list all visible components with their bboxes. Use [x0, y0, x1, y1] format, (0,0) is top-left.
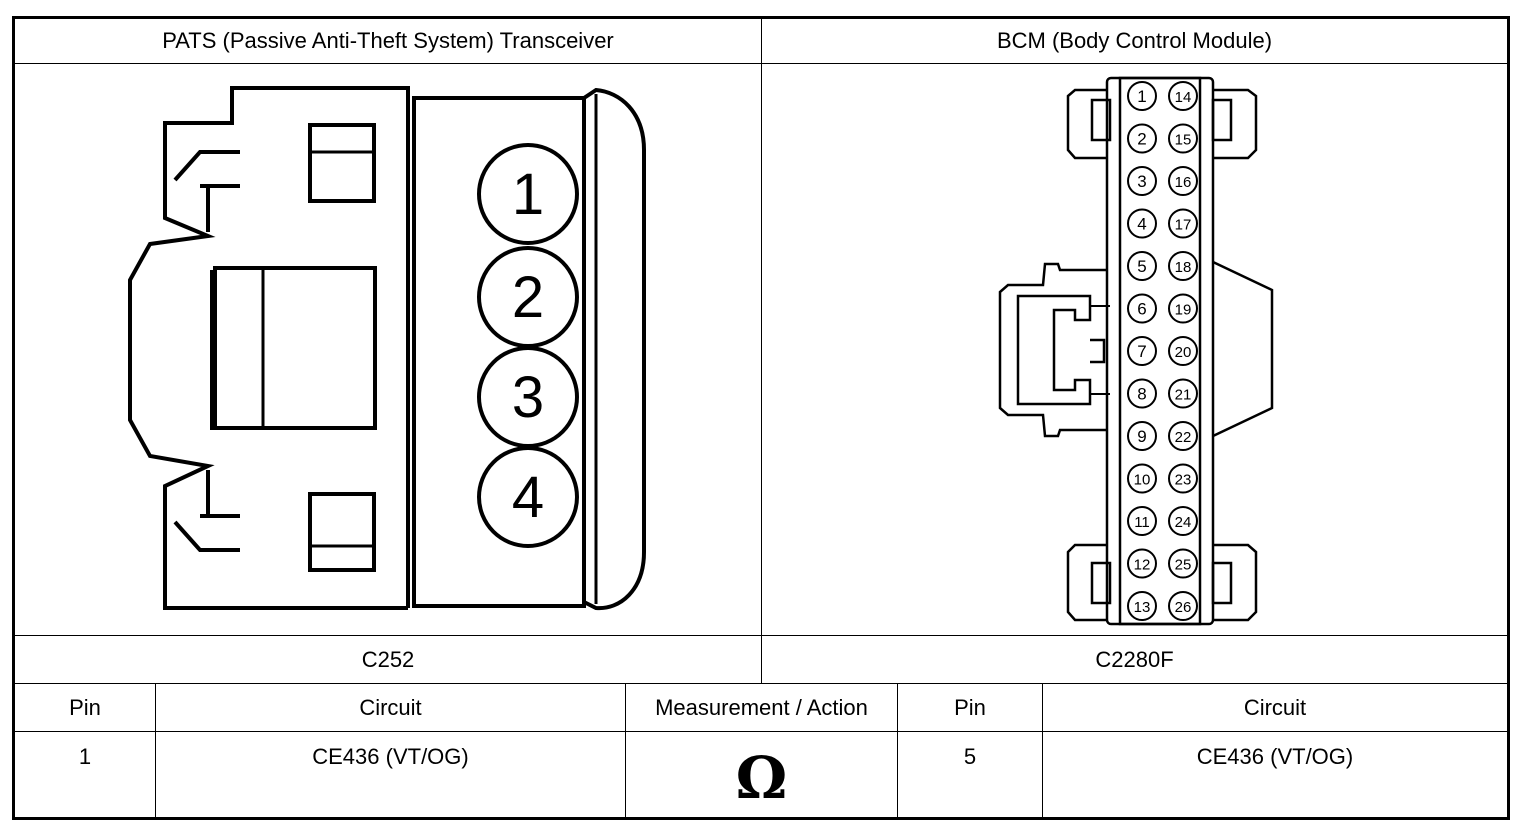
bcm-pin-label: 24	[1175, 514, 1192, 531]
bcm-pin-label: 16	[1175, 174, 1192, 191]
divider	[12, 731, 1510, 732]
bcm-pin	[1127, 378, 1157, 409]
bcm-pin-label: 2	[1137, 130, 1146, 149]
bcm-pin-label: 17	[1175, 217, 1192, 234]
pats-pin-label: 4	[512, 465, 544, 530]
pats-transceiver-header: PATS (Passive Anti-Theft System) Transce…	[162, 28, 614, 53]
bcm-pin-label: 3	[1137, 172, 1146, 191]
divider	[897, 683, 898, 820]
bcm-pin	[1127, 421, 1157, 451]
pats-pin	[477, 446, 579, 548]
bcm-pin-label: 11	[1134, 514, 1150, 531]
bcm-pin-label: 5	[1137, 257, 1146, 276]
bcm-pin	[1127, 336, 1157, 366]
pats-pin	[477, 143, 579, 245]
table-cell-pin: 1	[78, 744, 92, 769]
divider	[12, 683, 1510, 684]
bcm-pin-label: 7	[1137, 342, 1146, 361]
bcm-pin	[1127, 463, 1157, 494]
bcm-pin-label: 18	[1175, 259, 1192, 276]
bcm-pin-label: 26	[1175, 599, 1192, 616]
bcm-pin-label: 23	[1175, 472, 1192, 489]
bcm-pin-label: 6	[1137, 300, 1146, 319]
bcm-pin	[1168, 336, 1198, 366]
pats-connector-id: C252	[361, 646, 415, 672]
table-header-pin: Pin	[954, 694, 986, 720]
bcm-pin-label: 4	[1137, 215, 1146, 234]
pats-connector-diagram: 1 2 3 4	[128, 86, 646, 611]
bcm-pin	[1168, 591, 1198, 621]
divider	[155, 683, 156, 820]
bcm-pin-label: 22	[1175, 429, 1192, 446]
bcm-pin-label: 9	[1137, 427, 1146, 446]
bcm-pin	[1168, 378, 1198, 409]
table-cell-circuit: CE436 (VT/OG)	[312, 744, 469, 769]
table-header-measurement: Measurement / Action	[655, 694, 868, 720]
divider	[761, 16, 762, 683]
table-header-circuit: Circuit	[359, 694, 422, 720]
bcm-connector-id: C2280F	[1095, 646, 1174, 672]
bcm-pin-label: 21	[1175, 387, 1192, 404]
pats-pin-label: 2	[512, 265, 544, 330]
bcm-pin	[1127, 123, 1157, 154]
divider	[1042, 683, 1043, 820]
bcm-pin-label: 25	[1175, 557, 1192, 574]
pats-pin-circles	[477, 143, 579, 548]
bcm-pin-label: 20	[1175, 344, 1192, 361]
table-header-circuit: Circuit	[1243, 694, 1307, 720]
bcm-pin	[1127, 506, 1157, 536]
bcm-pin-label: 10	[1134, 472, 1151, 489]
bcm-pin-label: 14	[1175, 89, 1192, 106]
bcm-pin	[1168, 123, 1198, 154]
bcm-pin	[1168, 251, 1198, 281]
bcm-pin	[1127, 208, 1157, 239]
bcm-pin-label: 13	[1134, 599, 1151, 616]
bcm-pin	[1127, 591, 1157, 621]
bcm-pin	[1168, 548, 1198, 579]
bcm-pin	[1168, 166, 1198, 196]
bcm-pin-label: 12	[1134, 557, 1151, 574]
bcm-pin-label: 1	[1137, 87, 1146, 106]
bcm-pin	[1168, 81, 1198, 111]
pats-pin-label: 3	[512, 365, 544, 430]
table-cell-pin: 5	[963, 744, 977, 769]
bcm-pin-label: 8	[1137, 385, 1146, 404]
bcm-pin-label: 15	[1175, 132, 1192, 149]
bcm-pin	[1127, 293, 1157, 324]
pats-pin-label: 1	[512, 162, 544, 227]
bcm-pin	[1127, 251, 1157, 281]
bcm-connector-diagram: 1234567891011121314151617181920212223242…	[998, 76, 1274, 626]
bcm-pin	[1168, 421, 1198, 451]
divider	[625, 683, 626, 820]
ohm-meter-icon: Ω	[735, 743, 788, 812]
bcm-pin	[1127, 548, 1157, 579]
bcm-header: BCM (Body Control Module)	[996, 28, 1273, 53]
bcm-pin	[1168, 208, 1198, 239]
bcm-pin	[1168, 463, 1198, 494]
bcm-pin	[1127, 81, 1157, 111]
bcm-pin	[1168, 506, 1198, 536]
table-cell-circuit: CE436 (VT/OG)	[1196, 744, 1354, 769]
bcm-pin	[1168, 293, 1198, 324]
bcm-pin-label: 19	[1175, 302, 1192, 319]
bcm-pin	[1127, 166, 1157, 196]
table-header-pin: Pin	[69, 694, 101, 720]
